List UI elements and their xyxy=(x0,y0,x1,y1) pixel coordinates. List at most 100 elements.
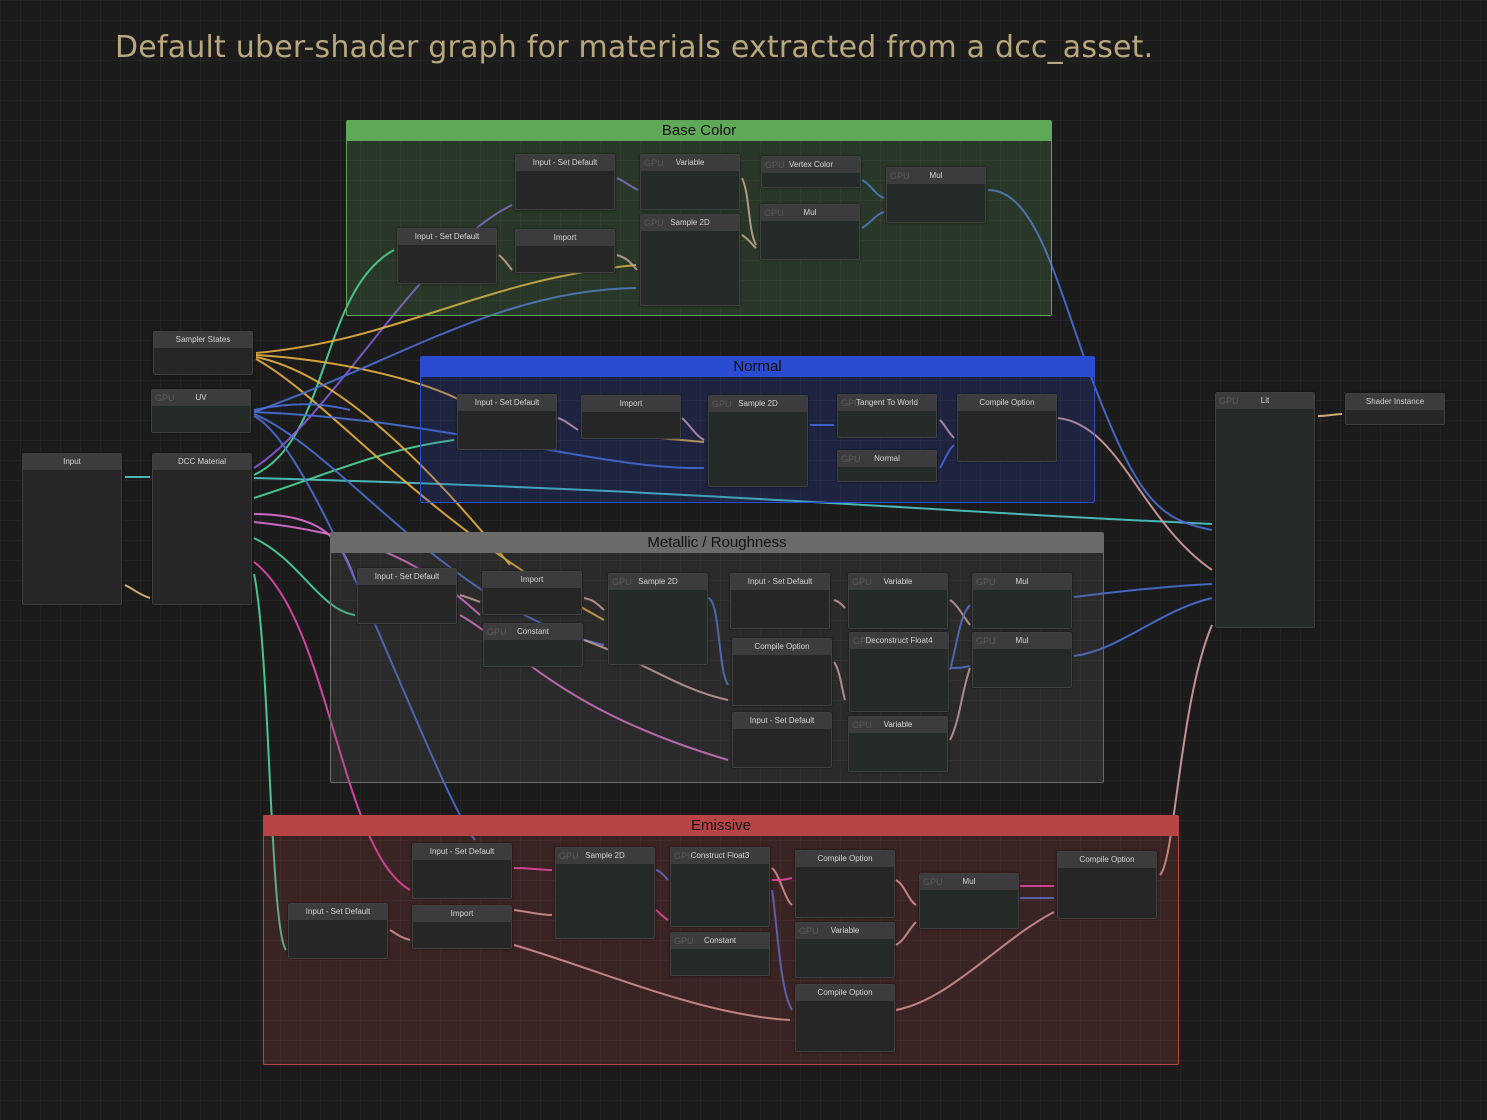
node-e-isd1[interactable]: Input - Set Default xyxy=(288,903,388,959)
node-dcc[interactable]: DCC Material xyxy=(152,453,252,605)
node-e-imp[interactable]: Import xyxy=(412,905,512,949)
node-label: Input - Set Default xyxy=(747,577,813,586)
node-m-isd3[interactable]: Input - Set Default xyxy=(732,712,832,768)
node-label: Sample 2D xyxy=(738,399,778,408)
group-header-normal: Normal xyxy=(421,357,1094,377)
node-header[interactable]: DCC Material xyxy=(153,454,251,470)
node-header[interactable]: Compile Option xyxy=(796,851,894,867)
node-e-co1[interactable]: Compile Option xyxy=(795,850,895,918)
wire xyxy=(707,597,729,686)
node-header[interactable]: Input - Set Default xyxy=(289,904,387,920)
node-header[interactable]: Input xyxy=(23,454,121,470)
gpu-tag: GPU xyxy=(1219,396,1239,406)
node-e-co2[interactable]: Compile Option xyxy=(795,984,895,1052)
node-label: Sample 2D xyxy=(638,577,678,586)
node-header[interactable]: Compile Option xyxy=(733,639,831,655)
node-n-isd[interactable]: Input - Set Default xyxy=(457,394,557,450)
node-header[interactable]: Sampler States xyxy=(154,332,252,348)
node-header[interactable]: Input - Set Default xyxy=(733,713,831,729)
node-header[interactable]: Input - Set Default xyxy=(516,155,614,171)
node-header[interactable]: Import xyxy=(483,572,581,588)
node-header[interactable]: Input - Set Default xyxy=(413,844,511,860)
node-input[interactable]: Input xyxy=(22,453,122,605)
node-e-isd2[interactable]: Input - Set Default xyxy=(412,843,512,899)
wire xyxy=(833,599,846,609)
node-b-isd1[interactable]: Input - Set Default xyxy=(397,228,497,284)
node-header[interactable]: Compile Option xyxy=(796,985,894,1001)
node-header[interactable]: Input - Set Default xyxy=(731,574,829,590)
node-header[interactable]: Shader Instance xyxy=(1346,394,1444,410)
gpu-tag: GPU xyxy=(853,636,873,646)
node-m-isd[interactable]: Input - Set Default xyxy=(357,568,457,624)
node-label: Constant xyxy=(516,627,550,636)
node-e-co3[interactable]: Compile Option xyxy=(1057,851,1157,919)
node-header[interactable]: Compile Option xyxy=(958,395,1056,411)
node-b-imp[interactable]: Import xyxy=(515,229,615,273)
node-label: Input - Set Default xyxy=(429,847,495,856)
node-sampler[interactable]: Sampler States xyxy=(153,331,253,375)
node-label: Mul xyxy=(962,877,976,886)
node-m-isd2[interactable]: Input - Set Default xyxy=(730,573,830,629)
node-m-imp[interactable]: Import xyxy=(482,571,582,615)
node-header[interactable]: Import xyxy=(582,396,680,412)
gpu-tag: GPU xyxy=(976,577,996,587)
node-header[interactable]: Input - Set Default xyxy=(458,395,556,411)
node-b-isd2[interactable]: Input - Set Default xyxy=(515,154,615,210)
node-m-co[interactable]: Compile Option xyxy=(732,638,832,706)
node-n-co[interactable]: Compile Option xyxy=(957,394,1057,462)
node-header[interactable]: Input - Set Default xyxy=(358,569,456,585)
gpu-tag: GPU xyxy=(644,218,664,228)
node-n-imp[interactable]: Import xyxy=(581,395,681,439)
node-header[interactable]: Compile Option xyxy=(1058,852,1156,868)
node-header[interactable]: Import xyxy=(516,230,614,246)
node-label: Compile Option xyxy=(754,642,810,651)
node-shader[interactable]: Shader Instance xyxy=(1345,393,1445,425)
node-header[interactable]: Import xyxy=(413,906,511,922)
node-header[interactable]: Input - Set Default xyxy=(398,229,496,245)
